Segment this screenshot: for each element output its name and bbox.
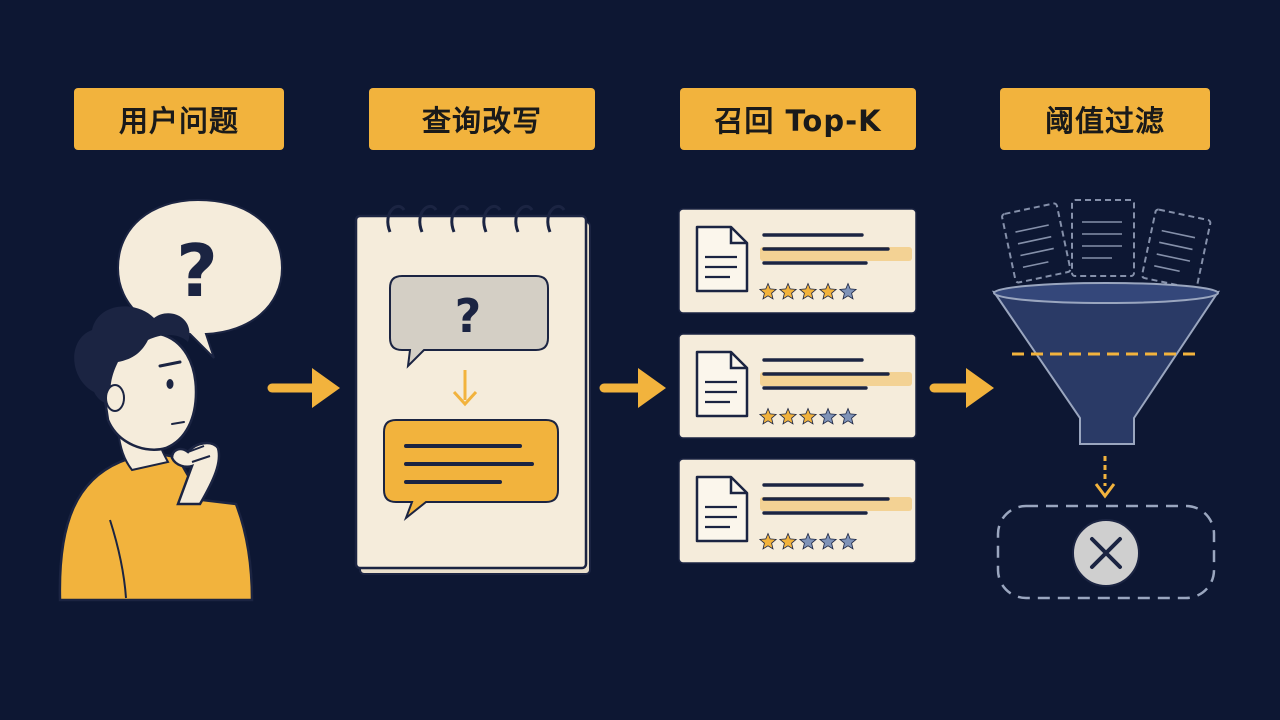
star-icon [758,282,778,300]
stage-label-question: 用户问题 [74,88,284,150]
star-rating [758,532,858,550]
stage-label-rewrite: 查询改写 [369,88,595,150]
star-icon [798,532,818,550]
star-icon [818,282,838,300]
document-icon [695,475,749,543]
spiral-rings [386,204,566,233]
result-cards [678,208,917,564]
document-icon [1141,208,1212,290]
star-icon [798,282,818,300]
stage-label-recall: 召回 Top-K [680,88,916,150]
star-icon [838,532,858,550]
document-icon [695,350,749,418]
rejected-box [996,504,1216,600]
funnel-icon [991,282,1221,445]
star-icon [758,407,778,425]
document-icon [1071,199,1135,277]
question-mark-icon: ? [176,229,218,313]
stage-label-filter: 阈值过滤 [1000,88,1210,150]
filtered-documents [1001,199,1212,290]
arrow-down-icon [452,370,478,407]
document-icon [695,225,749,293]
document-icon [1001,202,1072,284]
arrow-down-icon [1094,456,1116,499]
star-icon [758,532,778,550]
star-icon [798,407,818,425]
star-icon [838,282,858,300]
arrow-right-icon [267,368,340,408]
star-icon [778,282,798,300]
result-card [678,333,917,439]
arrow-right-icon [929,368,994,408]
notepad: ? [354,204,591,575]
star-icon [818,532,838,550]
arrow-right-icon [599,368,666,408]
person-figure [58,306,254,602]
star-icon [818,407,838,425]
result-card [678,208,917,314]
star-rating [758,282,858,300]
star-icon [778,407,798,425]
star-icon [838,407,858,425]
star-icon [778,532,798,550]
question-mark-icon: ? [455,289,482,343]
star-rating [758,407,858,425]
result-card [678,458,917,564]
